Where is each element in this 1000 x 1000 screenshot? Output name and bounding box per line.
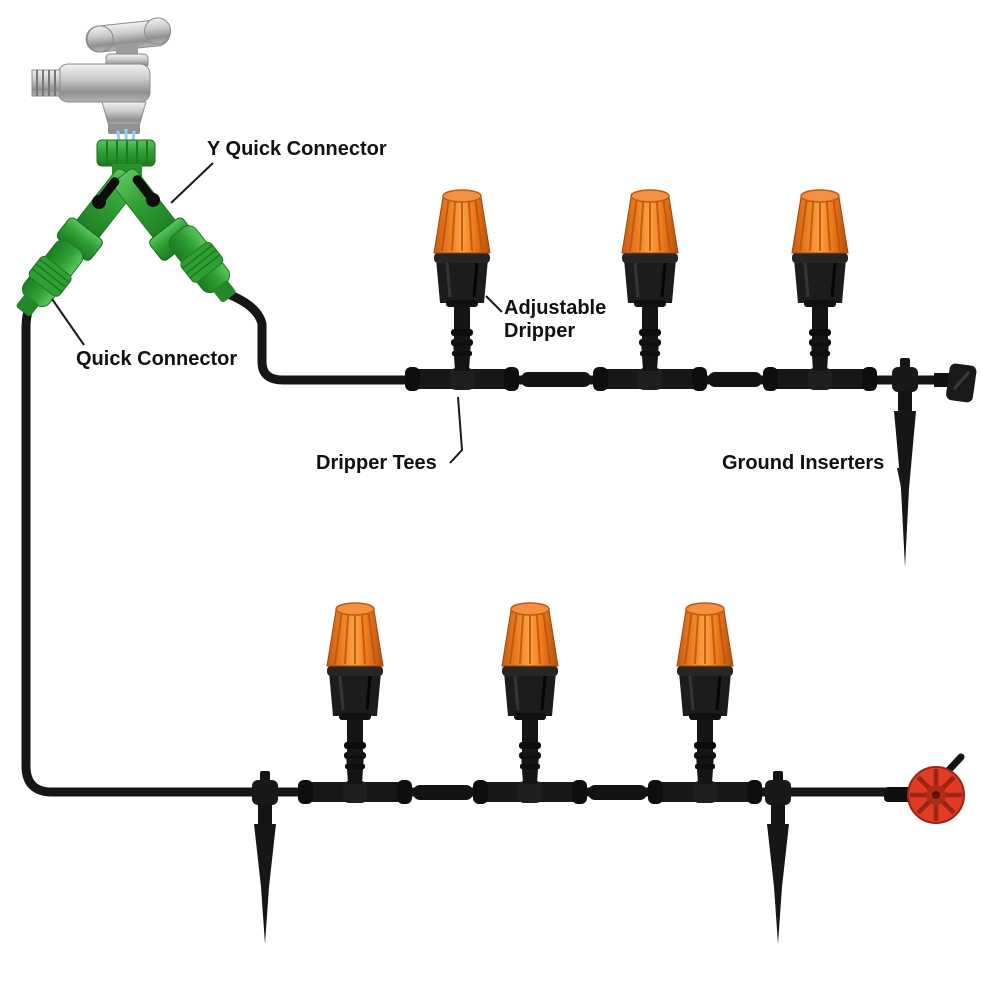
tube-segments — [413, 372, 762, 800]
quick-connector-right-illustration — [168, 225, 236, 303]
ground-inserter-bottom-1 — [252, 771, 278, 944]
y-quick-connector-label: Y Quick Connector — [207, 138, 387, 160]
quick-connector-label: Quick Connector — [76, 348, 238, 370]
quick-connector-left-illustration — [16, 239, 84, 317]
end-plug-illustration — [934, 363, 977, 403]
adjustable-dripper-top-1 — [403, 188, 521, 393]
ground-inserters-label: Ground Inserters — [722, 452, 885, 474]
pointer-quick-connector — [51, 298, 85, 346]
adjustable-dripper-bottom-2 — [471, 601, 589, 806]
adjustable-dripper-bottom-1 — [296, 601, 414, 806]
faucet-threaded-tail — [31, 69, 61, 97]
valve-lever-left — [92, 177, 120, 209]
faucet-illustration — [31, 17, 172, 134]
tube-right-and-top — [223, 289, 943, 385]
adjustable-dripper-label-line2: Dripper — [504, 320, 576, 342]
valve-lever-right — [132, 175, 160, 207]
adjustable-dripper-label: Adjustable Dripper — [504, 297, 606, 343]
adjustable-dripper-bottom-3 — [646, 601, 764, 806]
label-pointers — [51, 162, 905, 498]
red-dripper-end-illustration — [884, 753, 965, 824]
pointer-y-quick-connector — [170, 162, 214, 204]
ground-inserter-top — [892, 358, 918, 567]
adjustable-dripper-label-line1: Adjustable — [504, 297, 607, 319]
adjustable-dripper-top-3 — [761, 188, 879, 393]
ground-inserter-bottom-2 — [765, 771, 791, 944]
dripper-tees-label: Dripper Tees — [316, 452, 437, 474]
adjustable-dripper-top-2 — [591, 188, 709, 393]
pointer-dripper-tees — [449, 396, 464, 464]
pointer-ground-inserters — [897, 467, 905, 498]
y-quick-connector-illustration — [56, 139, 196, 261]
pointer-adjustable-dripper — [485, 295, 503, 313]
